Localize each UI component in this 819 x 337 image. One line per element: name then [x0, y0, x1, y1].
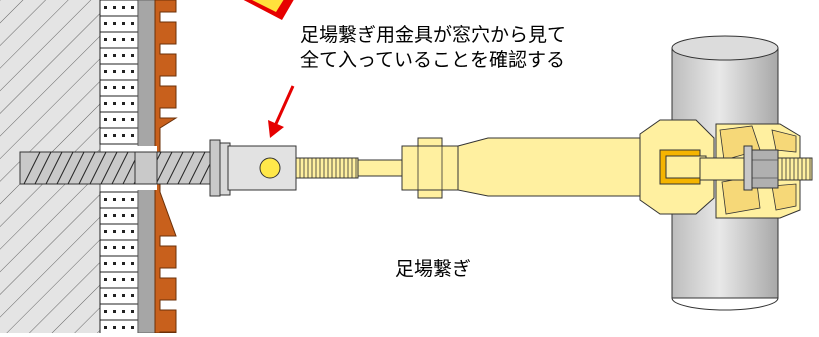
tapered-sleeve	[457, 137, 641, 197]
annotation-line-1: 足場繋ぎ用金具が窓穴から見て	[300, 24, 567, 46]
brick-column	[99, 0, 139, 337]
washer	[209, 139, 221, 197]
clamp-bolt	[699, 145, 813, 191]
coupling-nut	[401, 137, 459, 199]
caption-label: 足場繋ぎ	[395, 258, 472, 280]
red-arrow-top	[243, 0, 294, 20]
window-hole	[259, 157, 281, 179]
clamp-left	[639, 119, 715, 215]
threaded-rod	[295, 157, 405, 179]
annotation-text: 足場繋ぎ用金具が窓穴から見て 全て入っていることを確認する	[300, 23, 566, 73]
tie-fitting	[219, 142, 297, 196]
red-arrow-pointer	[268, 85, 295, 138]
anchor-bolt	[19, 146, 221, 190]
annotation-line-2: 全て入っていることを確認する	[300, 49, 566, 71]
yellow-arrow-inner	[252, 0, 284, 12]
